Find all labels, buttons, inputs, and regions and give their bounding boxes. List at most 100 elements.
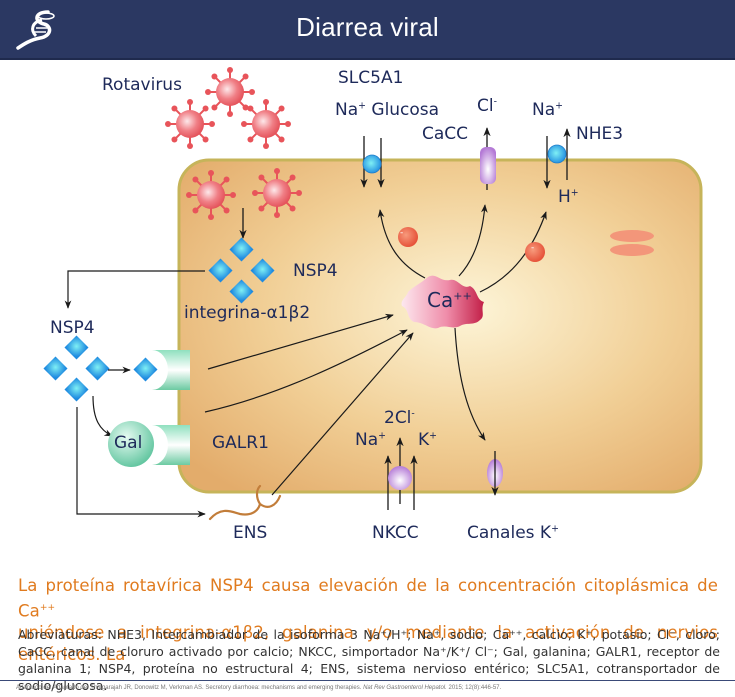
enteric-nerve-icon (208, 484, 282, 521)
label-nhe3: NHE3 (576, 124, 624, 144)
tight-junction-icon (610, 230, 654, 242)
virus-spike-tip (278, 105, 285, 112)
virus-spike-tip (258, 174, 265, 181)
rotavirus-icon (241, 99, 291, 149)
cl-text: Cl (477, 96, 494, 116)
virus-spike-tip (289, 205, 296, 212)
label-na-nhe: Na+ (532, 100, 563, 120)
virus-spike-tip (252, 190, 258, 196)
diagram-canvas (43, 67, 703, 521)
label-na-glucose: Na+ Glucosa (335, 100, 439, 120)
virus-spike-tip (230, 192, 236, 198)
page-title: Diarrea viral (296, 12, 439, 42)
galr1-receptor-icon (152, 425, 190, 465)
rotavirus-icon (165, 99, 215, 149)
galanin-icon (108, 421, 154, 467)
label-integrin: integrina-α1β2 (184, 303, 311, 323)
virus-spike-tip (242, 73, 249, 80)
label-ens: ENS (233, 523, 268, 543)
virus-spike-tip (242, 104, 249, 111)
arrow (458, 204, 488, 277)
virus-spike-tip (187, 143, 193, 149)
virus-spike-tip (192, 207, 199, 214)
canales-k-text: Canales K (467, 523, 552, 543)
caption-line-1: La proteína rotavírica NSP4 causa elevac… (18, 575, 718, 622)
k-text: K (418, 430, 430, 450)
virus-spike-tip (202, 105, 209, 112)
caption-text: La proteína rotavírica NSP4 causa elevac… (18, 576, 718, 621)
virus-spike-tip (211, 104, 218, 111)
cacc-channel-icon (480, 147, 496, 184)
abbreviations: Abreviaturas: NHE3, Intercambiador de la… (18, 627, 720, 693)
virus-spike-tip (208, 170, 214, 176)
inhibition-icon (398, 227, 418, 247)
tight-junction-icon (610, 244, 654, 256)
virus-body (263, 179, 291, 207)
twocl-charge: - (411, 408, 415, 420)
na-charge: + (555, 100, 563, 112)
inhibition-icon (525, 242, 545, 262)
label-slc5a1: SLC5A1 (338, 68, 404, 88)
virus-spike-tip (192, 176, 199, 183)
virus-spike-tip (263, 143, 269, 149)
virus-spike-tip (274, 168, 280, 174)
virus-spike-tip (247, 105, 254, 112)
virus-spike-tip (211, 73, 218, 80)
arrow (64, 270, 205, 309)
divider (0, 680, 735, 681)
arrow (271, 332, 414, 496)
k-charge: + (429, 430, 437, 442)
slc5a1-transporter-icon (362, 154, 382, 174)
virus-body (197, 181, 225, 209)
arrow (204, 329, 408, 413)
virus-spike-tip (296, 190, 302, 196)
virus-spike-tip (171, 136, 178, 143)
inhibition-label: - (531, 243, 535, 253)
label-calcium: Ca++ (427, 288, 472, 312)
virus-spike-tip (209, 121, 215, 127)
na-text: Na (532, 100, 556, 120)
arrow (479, 211, 547, 293)
integrin-receptor-icon (152, 350, 190, 390)
rotavirus-icon (186, 170, 236, 220)
virus-spike-tip (289, 174, 296, 181)
virus-spike-tip (247, 136, 254, 143)
virus-spike-tip (202, 136, 209, 143)
virus-spike-tip (285, 121, 291, 127)
virus-spike-tip (208, 214, 214, 220)
label-nsp4-inner: NSP4 (293, 261, 338, 281)
label-k-nkcc: K+ (418, 430, 437, 450)
label-nsp4-outer: NSP4 (50, 318, 95, 338)
k-charge: + (551, 523, 559, 535)
virus-spike-tip (223, 176, 230, 183)
ca-text: Ca (427, 288, 454, 312)
reference-journal: Nat Rev Gastroenterol Hepatol. (363, 685, 447, 691)
virus-spike-tip (205, 89, 211, 95)
label-h: H+ (558, 187, 579, 207)
inhibition-label: - (400, 228, 404, 238)
nsp4-single-icon (133, 357, 158, 382)
nhe3-transporter-icon (547, 144, 567, 164)
caption-superscript: ++ (39, 603, 56, 613)
virus-body (176, 110, 204, 138)
na-text: Na (355, 430, 379, 450)
reference: Adaptado de: Adaptado de: Thiagarajah JR… (16, 685, 501, 691)
nsp4-cluster-icon (208, 237, 275, 304)
cl-charge: - (493, 96, 497, 108)
rotavirus-icon (252, 168, 302, 218)
virus-spike-tip (274, 212, 280, 218)
label-galr1: GALR1 (212, 433, 269, 453)
virus-body (216, 78, 244, 106)
virus-spike-tip (187, 99, 193, 105)
h-text: H (558, 187, 571, 207)
reference-text: Adaptado de: Adaptado de: Thiagarajah JR… (16, 685, 362, 691)
label-potassium-channels: Canales K+ (467, 523, 559, 543)
virus-spike-tip (263, 99, 269, 105)
twocl-text: 2Cl (384, 408, 412, 428)
virus-spike-tip (278, 136, 285, 143)
virus-spike-tip (223, 207, 230, 214)
label-cl: Cl- (477, 96, 497, 116)
reference-citation: 2015; 12(8):446-57. (448, 685, 502, 691)
virus-spike-tip (227, 67, 233, 73)
virus-spike-tip (165, 121, 171, 127)
